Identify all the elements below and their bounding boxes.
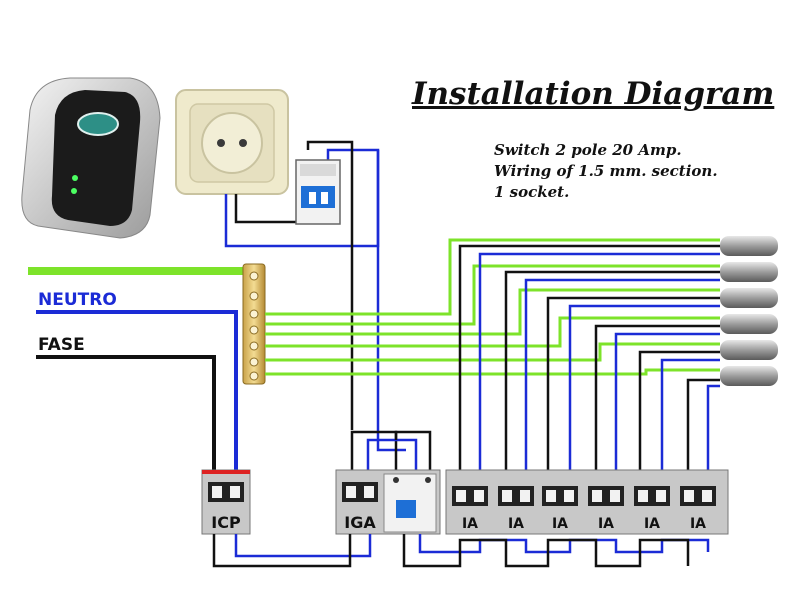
note-wiring: Wiring of 1.5 mm. section. (494, 162, 718, 180)
icp-breaker (201, 469, 251, 535)
iga-feed-wires (350, 430, 432, 472)
two-pole-switch (295, 159, 341, 225)
ia-label-1: IA (462, 516, 478, 532)
ia-label-4: IA (598, 516, 614, 532)
incoming-phase-wire (36, 355, 216, 472)
earth-distribution-wires (265, 238, 720, 376)
energy-saver-device (21, 77, 161, 239)
ia-breaker-rail (445, 469, 729, 535)
bottom-interconnect-wires (212, 534, 710, 568)
ia-label-5: IA (644, 516, 660, 532)
diagram-title: Installation Diagram (412, 76, 775, 112)
neutral-circuit-wires (478, 252, 720, 472)
earth-busbar (242, 263, 266, 385)
wall-socket (175, 89, 289, 195)
incoming-neutral-wire (36, 310, 238, 472)
ia-label-2: IA (508, 516, 524, 532)
ia-label-3: IA (552, 516, 568, 532)
neutral-wire-label: NEUTRO (38, 290, 117, 310)
phase-circuit-wires (458, 244, 720, 472)
icp-label: ICP (211, 513, 241, 532)
iga-and-differential-block (335, 469, 441, 535)
iga-label: IGA (344, 513, 376, 532)
note-socket: 1 socket. (494, 183, 570, 201)
phase-wire-label: FASE (38, 335, 85, 355)
ia-label-6: IA (690, 516, 706, 532)
note-switch: Switch 2 pole 20 Amp. (494, 141, 682, 159)
installation-notes: Switch 2 pole 20 Amp. Wiring of 1.5 mm. … (494, 140, 718, 203)
output-cables (720, 236, 778, 386)
